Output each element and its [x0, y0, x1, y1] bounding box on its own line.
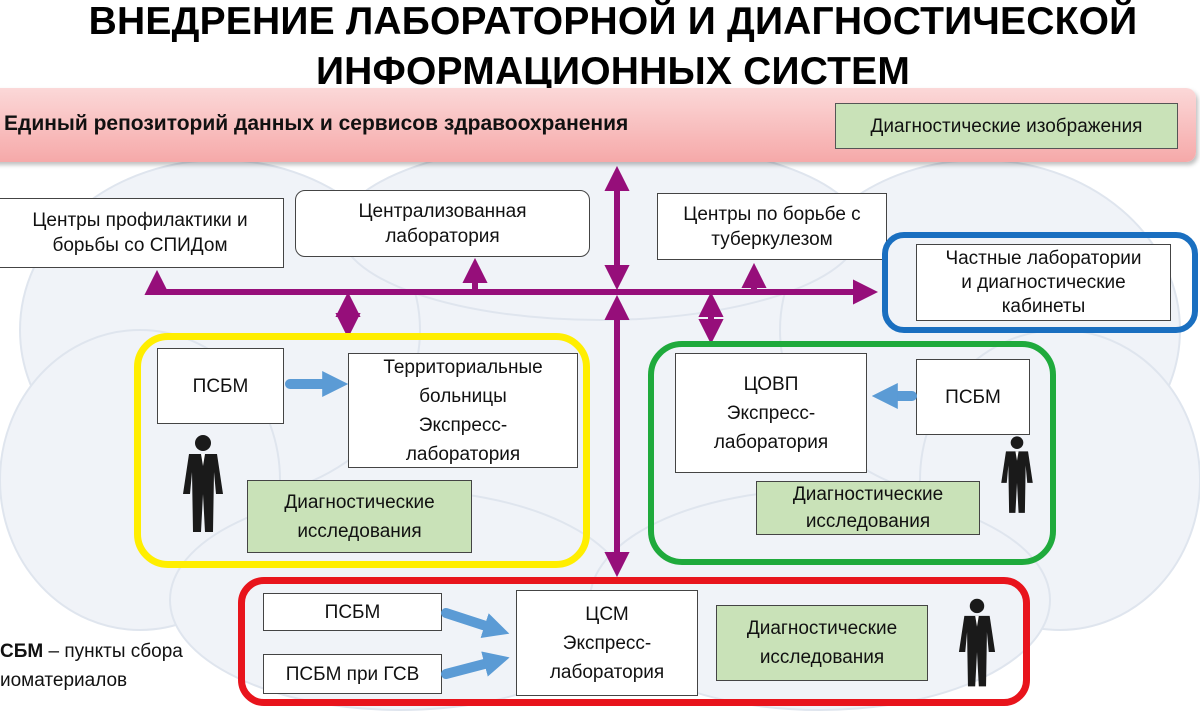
- red-diag-line-1: Диагностические: [746, 618, 898, 639]
- yellow-diag-line-1: Диагностические: [284, 491, 435, 513]
- private-labs-line-2: и диагностические: [961, 271, 1126, 293]
- tsovp-line-2: Экспресс-: [726, 402, 816, 424]
- psbm-legend: СБМ – пункты сбора иоматериалов: [0, 637, 183, 695]
- red-psbm-box: ПСБМ: [263, 593, 442, 631]
- red-group-frame: [238, 577, 1030, 706]
- page-title: ВНЕДРЕНИЕ ЛАБОРАТОРНОЙ И ДИАГНОСТИЧЕСКОЙ…: [0, 0, 1200, 94]
- aids-centers-line-1: Центры профилактики и: [32, 210, 248, 231]
- person-icon-green: [1001, 436, 1033, 513]
- yellow-diagnostics-box: Диагностические исследования: [247, 480, 472, 553]
- legend-line-2: иоматериалов: [0, 670, 128, 691]
- red-flow-arrow-bottom: [441, 651, 510, 679]
- private-labs-line-3: кабинеты: [1001, 295, 1086, 317]
- tsovp-line-1: ЦОВП: [743, 373, 799, 395]
- central-lab-box: Централизованная лаборатория: [295, 190, 590, 257]
- aids-centers-box: Центры профилактики и борьбы со СПИДом: [0, 198, 284, 268]
- person-icon-yellow: [183, 435, 223, 532]
- tb-centers-line-2: туберкулезом: [711, 228, 833, 250]
- hospital-line-1: Территориальные: [383, 356, 543, 378]
- red-diag-line-2: исследования: [759, 647, 885, 668]
- legend-definition: – пункты сбора: [43, 641, 183, 662]
- person-icon-red: [958, 598, 996, 687]
- green-group-frame: [648, 341, 1056, 565]
- red-diagnostics-box: Диагностические исследования: [716, 605, 928, 681]
- territorial-hospitals-box: Территориальные больницы Экспресс- лабор…: [348, 353, 578, 468]
- green-diagnostics-box: Диагностические исследования: [756, 481, 980, 535]
- private-labs-line-1: Частные лаборатории: [945, 247, 1142, 269]
- green-psbm-box: ПСБМ: [916, 359, 1030, 435]
- tb-centers-box: Центры по борьбе с туберкулезом: [657, 193, 887, 260]
- hospital-line-3: Экспресс-: [418, 414, 508, 436]
- aids-centers-line-2: борьбы со СПИДом: [52, 235, 228, 256]
- green-diag-line-2: исследования: [805, 511, 931, 532]
- psbm-gsv-box: ПСБМ при ГСВ: [263, 654, 442, 694]
- tsovp-line-3: лаборатория: [713, 431, 829, 453]
- tsm-box: ЦСМ Экспресс- лаборатория: [516, 590, 698, 696]
- tsovp-box: ЦОВП Экспресс- лаборатория: [675, 353, 867, 473]
- private-labs-box: Частные лаборатории и диагностические ка…: [916, 244, 1171, 321]
- title-line-2: ИНФОРМАЦИОННЫХ СИСТЕМ: [315, 50, 911, 93]
- legend-abbrev: СБМ: [0, 641, 44, 662]
- title-line-1: ВНЕДРЕНИЕ ЛАБОРАТОРНОЙ И ДИАГНОСТИЧЕСКОЙ: [88, 0, 1138, 43]
- hospital-line-2: больницы: [419, 385, 507, 407]
- tb-centers-line-1: Центры по борьбе с: [683, 203, 861, 225]
- central-lab-line-1: Централизованная: [358, 200, 527, 222]
- yellow-group-frame: [134, 333, 590, 568]
- private-labs-frame: [882, 232, 1198, 333]
- hospital-line-4: лаборатория: [405, 443, 521, 465]
- red-flow-arrow-top: [441, 608, 510, 638]
- images-box: Диагностические изображения: [835, 103, 1178, 149]
- yellow-psbm-box: ПСБМ: [157, 348, 284, 424]
- central-lab-line-2: лаборатория: [385, 225, 500, 247]
- tsm-line-1: ЦСМ: [585, 603, 629, 625]
- tsm-line-3: лаборатория: [549, 661, 665, 683]
- yellow-diag-line-2: исследования: [297, 520, 422, 542]
- tsm-line-2: Экспресс-: [562, 632, 652, 654]
- green-diag-line-1: Диагностические: [792, 484, 944, 505]
- repository-label: Единый репозиторий данных и сервисов здр…: [4, 112, 629, 135]
